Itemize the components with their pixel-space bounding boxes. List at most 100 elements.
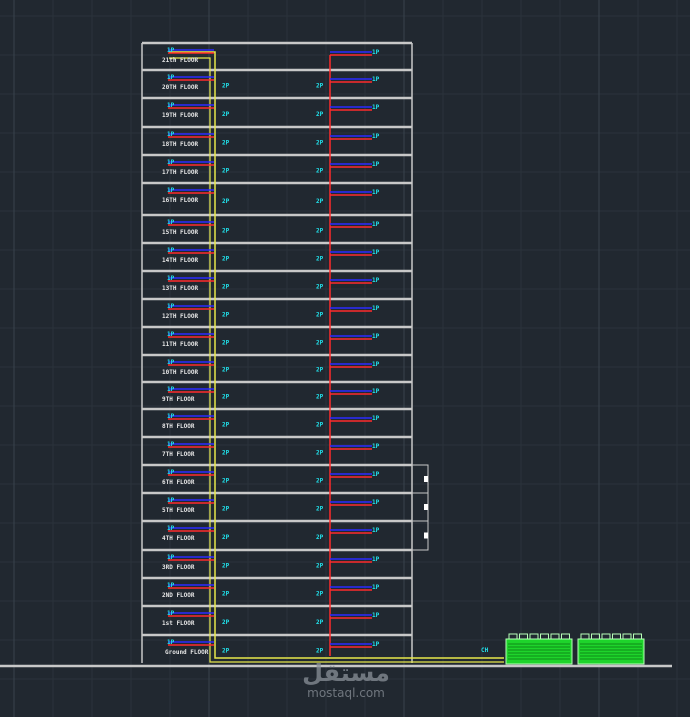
mid-tag-left: 2P	[222, 421, 230, 428]
left-tag: 1P	[167, 610, 175, 617]
chiller-body	[577, 638, 645, 665]
mid-tag-right: 2P	[316, 82, 324, 89]
floor-label: 12TH FLOOR	[162, 313, 199, 320]
right-tag: 1P	[372, 361, 380, 368]
mid-tag-left: 2P	[222, 198, 230, 205]
floor-label: 14TH FLOOR	[162, 257, 199, 264]
mid-tag-left: 2P	[222, 449, 230, 456]
mid-tag-right: 2P	[316, 619, 324, 626]
mid-tag-right: 2P	[316, 421, 324, 428]
left-tag: 1P	[167, 441, 175, 448]
left-tag: 1P	[167, 275, 175, 282]
mid-tag-left: 2P	[222, 167, 230, 174]
left-tag: 1P	[167, 469, 175, 476]
right-tag: 1P	[372, 415, 380, 422]
left-tag: 1P	[167, 47, 175, 54]
mid-tag-left: 2P	[222, 339, 230, 346]
chiller-tag: CH	[481, 647, 489, 654]
mid-tag-left: 2P	[222, 311, 230, 318]
floor-row: 1P 1P 2P 2P 7TH FLOOR	[162, 441, 380, 458]
chiller-fan	[519, 633, 528, 640]
floor-label: 8TH FLOOR	[162, 423, 195, 430]
mid-tag-left: 2P	[222, 505, 230, 512]
mid-tag-left: 2P	[222, 283, 230, 290]
left-tag: 1P	[167, 159, 175, 166]
right-tag: 1P	[372, 443, 380, 450]
balcony-marker	[424, 532, 428, 539]
left-tag: 1P	[167, 247, 175, 254]
chiller-unit	[505, 633, 573, 665]
mid-tag-right: 2P	[316, 311, 324, 318]
left-tag: 1P	[167, 219, 175, 226]
right-tag: 1P	[372, 161, 380, 168]
right-tag: 1P	[372, 133, 380, 140]
right-tag: 1P	[372, 277, 380, 284]
left-tag: 1P	[167, 303, 175, 310]
left-tag: 1P	[167, 582, 175, 589]
watermark: مستقل mostaql.com	[296, 660, 396, 700]
floor-label: 1st FLOOR	[162, 620, 195, 627]
left-tag: 1P	[167, 331, 175, 338]
chiller-fan	[561, 633, 570, 640]
mid-tag-right: 2P	[316, 111, 324, 118]
mid-tag-left: 2P	[222, 647, 230, 654]
mid-tag-right: 2P	[316, 449, 324, 456]
floor-label: 4TH FLOOR	[162, 535, 195, 542]
mid-tag-right: 2P	[316, 227, 324, 234]
mid-tag-right: 2P	[316, 477, 324, 484]
piping-risers	[169, 51, 504, 663]
balcony-marker	[424, 476, 428, 482]
mid-tag-right: 2P	[316, 255, 324, 262]
yellow-riser-inner	[169, 57, 504, 663]
floor-label: 5TH FLOOR	[162, 507, 195, 514]
floor-label: Ground FLOOR	[165, 649, 209, 656]
floor-label: 15TH FLOOR	[162, 229, 199, 236]
left-tag: 1P	[167, 554, 175, 561]
left-tag: 1P	[167, 102, 175, 109]
mid-tag-right: 2P	[316, 367, 324, 374]
right-tag: 1P	[372, 76, 380, 83]
chiller-fan	[591, 633, 600, 640]
chiller-fan	[508, 633, 518, 640]
floor-label: 10TH FLOOR	[162, 369, 199, 376]
chiller-fan	[529, 633, 539, 640]
left-tag: 1P	[167, 639, 175, 646]
floor-label: 16TH FLOOR	[162, 197, 199, 204]
right-tag: 1P	[372, 584, 380, 591]
floor-label: 18TH FLOOR	[162, 141, 199, 148]
left-tag: 1P	[167, 525, 175, 532]
mid-tag-right: 2P	[316, 647, 324, 654]
mid-tag-right: 2P	[316, 394, 324, 401]
floor-label: 19TH FLOOR	[162, 112, 199, 119]
floor-label: 20TH FLOOR	[162, 84, 199, 91]
chiller-fan	[622, 633, 632, 640]
mid-tag-right: 2P	[316, 139, 324, 146]
mid-tag-left: 2P	[222, 477, 230, 484]
right-tag: 1P	[372, 471, 380, 478]
right-tag: 1P	[372, 189, 380, 196]
mid-tag-left: 2P	[222, 82, 230, 89]
floor-label: 3RD FLOOR	[162, 564, 195, 571]
watermark-logo: مستقل	[302, 659, 390, 687]
mid-tag-right: 2P	[316, 562, 324, 569]
watermark-site: mostaql.com	[307, 686, 385, 700]
mid-tag-right: 2P	[316, 167, 324, 174]
right-tag: 1P	[372, 499, 380, 506]
floor-label: 7TH FLOOR	[162, 451, 195, 458]
right-tag: 1P	[372, 221, 380, 228]
floor-label: 2ND FLOOR	[162, 592, 195, 599]
chiller-fan	[550, 633, 560, 640]
